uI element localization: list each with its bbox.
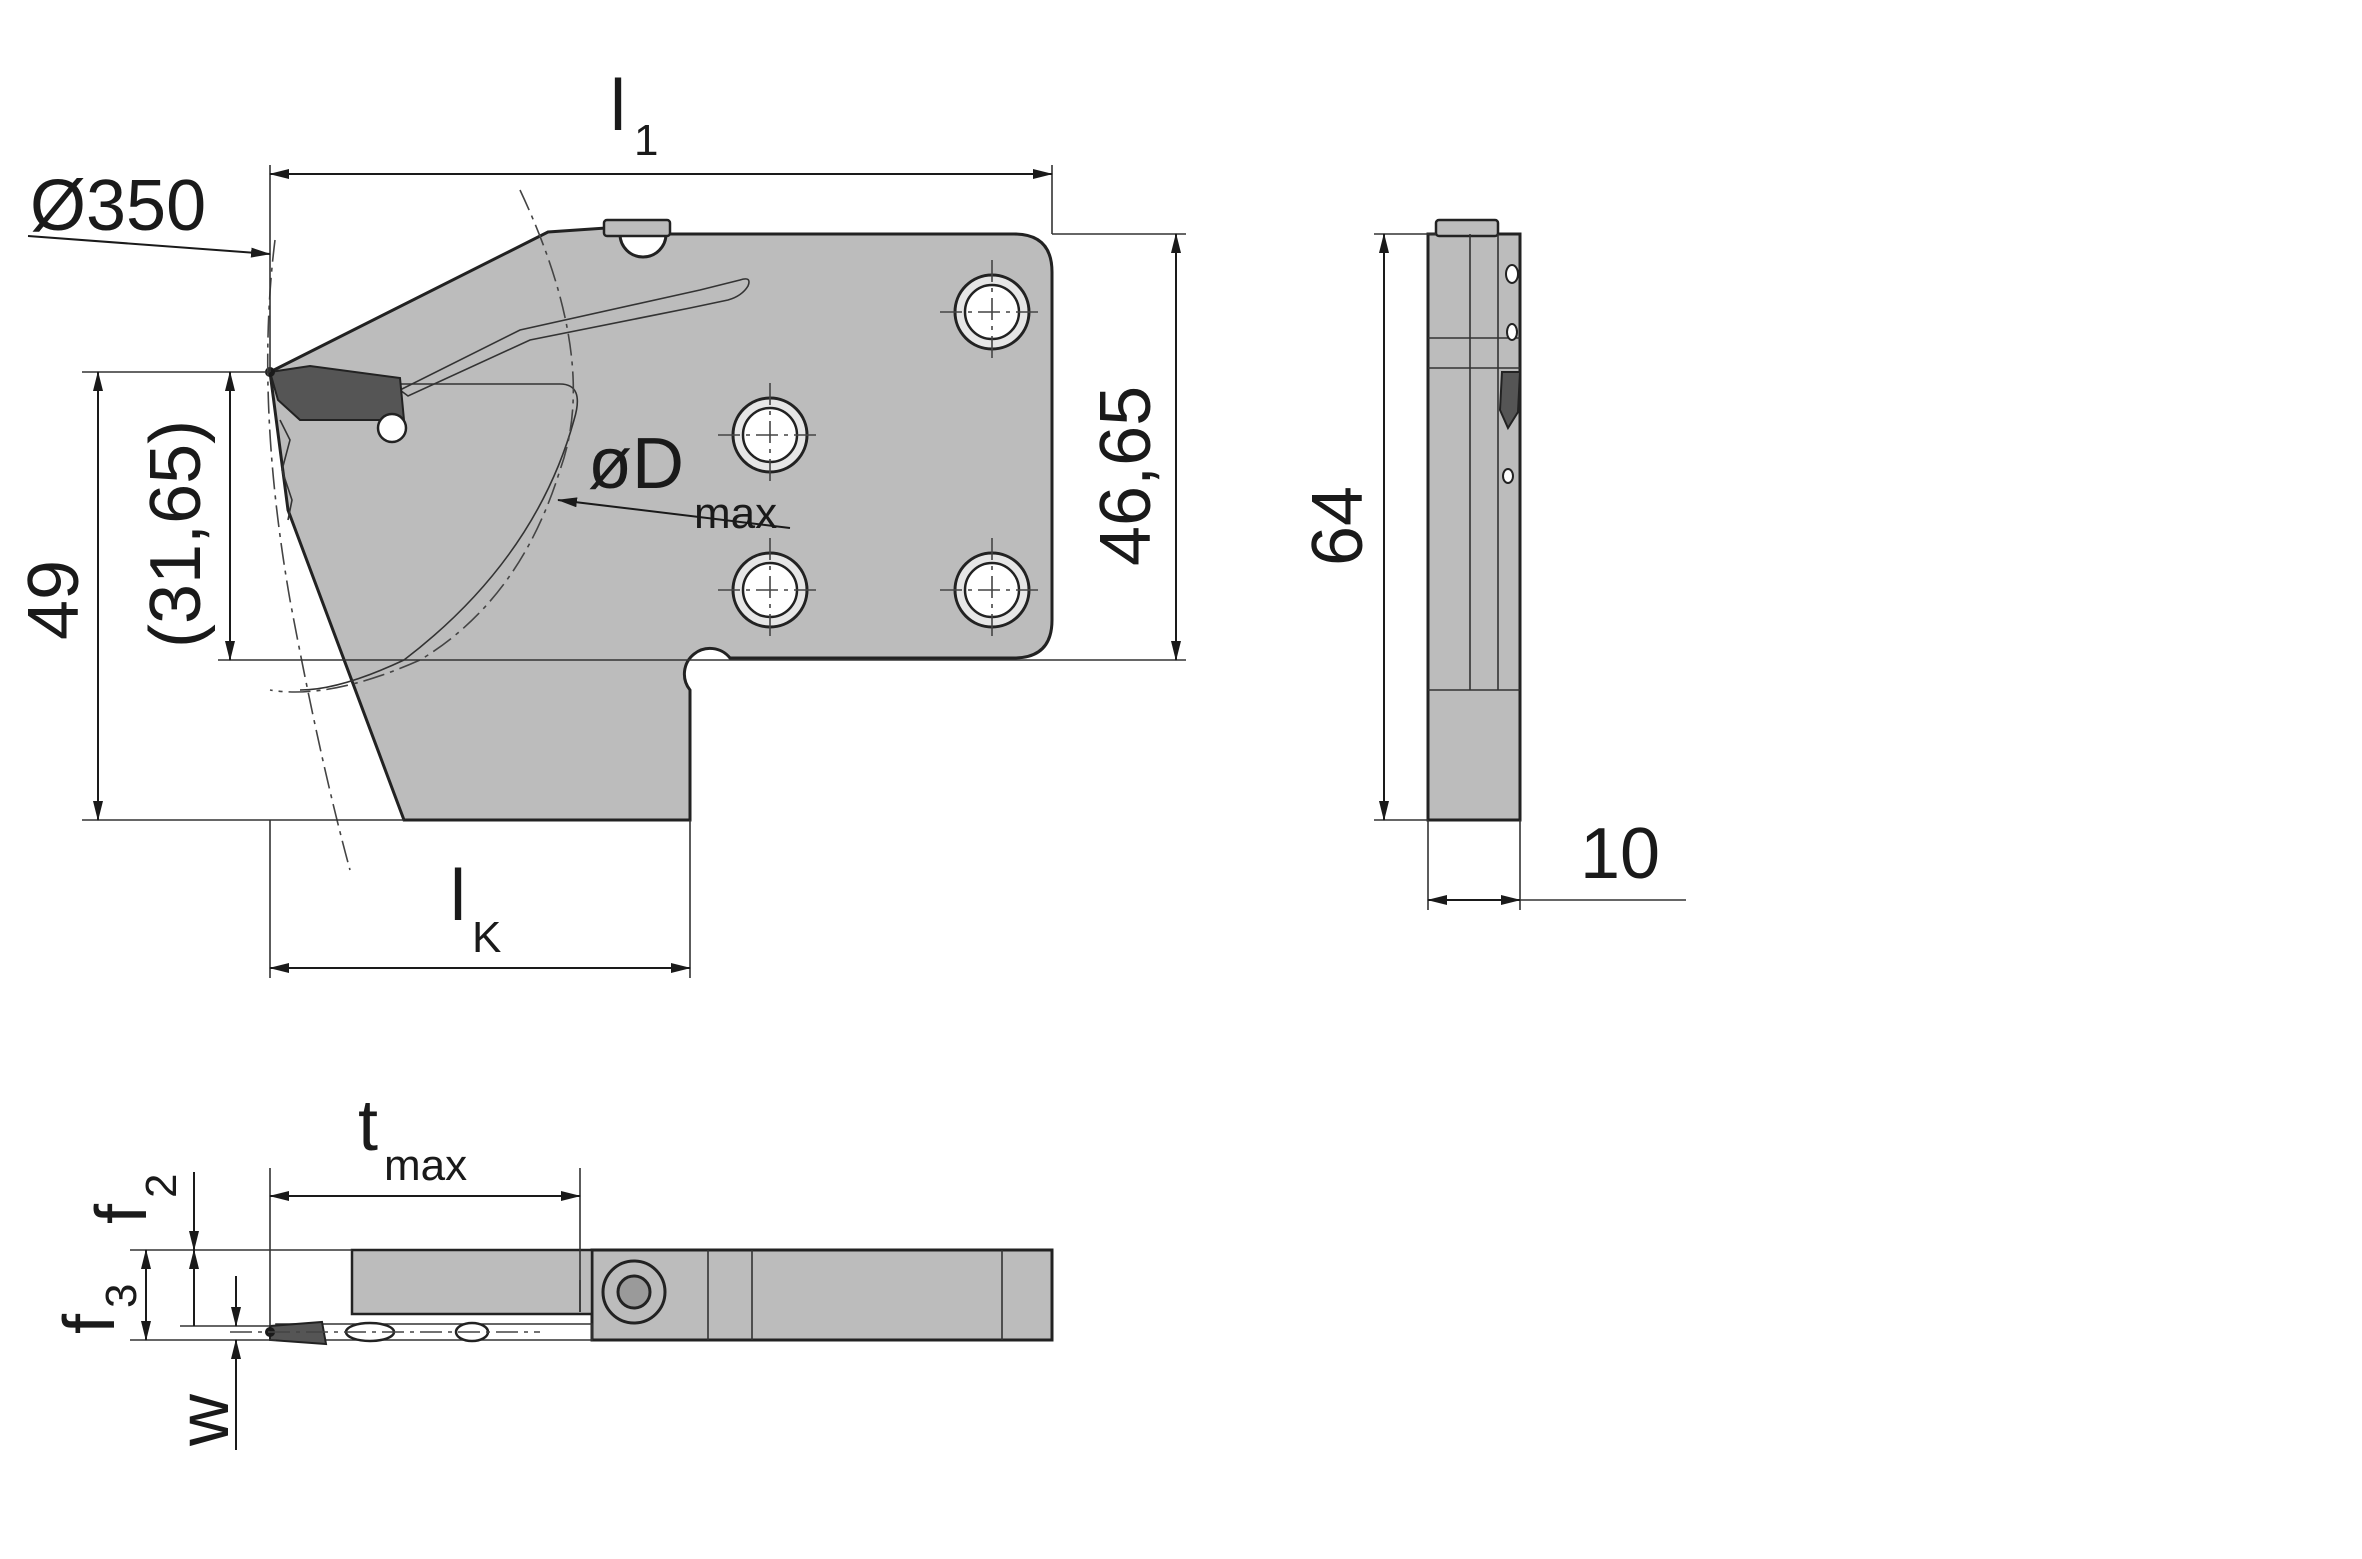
lk-sub: K [472,913,501,962]
tmax-label: t [358,1086,378,1166]
side-view [1426,218,1522,822]
blade-cutout [299,383,579,691]
top-insert [269,1320,328,1346]
dmax-sub: max [694,489,777,538]
dim-64-label: 64 [1298,486,1378,566]
mounting-hole-3 [718,538,822,642]
diameter-label: Ø350 [30,166,206,246]
top-screw-inner [616,1274,652,1310]
dim-4665-label: 46,65 [1086,386,1166,566]
front-view [265,189,1054,871]
top-body-right [590,1248,1054,1342]
holder-body [268,226,1054,822]
dmax-label: øD [588,424,684,504]
top-blade [350,1248,594,1316]
workpiece-arc [266,239,351,871]
dimensions-side: 64 10 [1298,233,1686,910]
f2-label: f [82,1203,162,1224]
mounting-hole-2 [718,383,822,487]
dimensions-top: t max f 3 f 2 w [50,1086,581,1450]
l1-label: l [610,66,626,146]
side-clamp-bolt [1434,218,1500,238]
dim-10-label: 10 [1580,814,1660,894]
lk-label: l [450,856,466,936]
dim-49-label: 49 [14,560,94,640]
tmax-sub: max [384,1141,467,1190]
f3-label: f [50,1313,130,1334]
dim-3165-label: (31,65) [136,420,216,648]
dimensions-front: l 1 Ø350 49 (31,65) 46,65 øD max l K [14,66,1186,978]
dmax-circle [269,189,575,693]
mounting-hole-1 [940,260,1044,364]
clamp-bolt [602,218,672,238]
l1-sub: 1 [634,116,658,165]
side-insert [1498,371,1522,431]
w-label: w [164,1393,244,1447]
top-view [230,1248,1054,1346]
f2-sub: 2 [137,1174,186,1198]
clamping-slot [398,278,750,397]
mounting-hole-4 [940,538,1044,642]
f3-sub: 3 [97,1284,146,1308]
insert-pin [376,412,408,444]
side-body [1426,232,1522,822]
